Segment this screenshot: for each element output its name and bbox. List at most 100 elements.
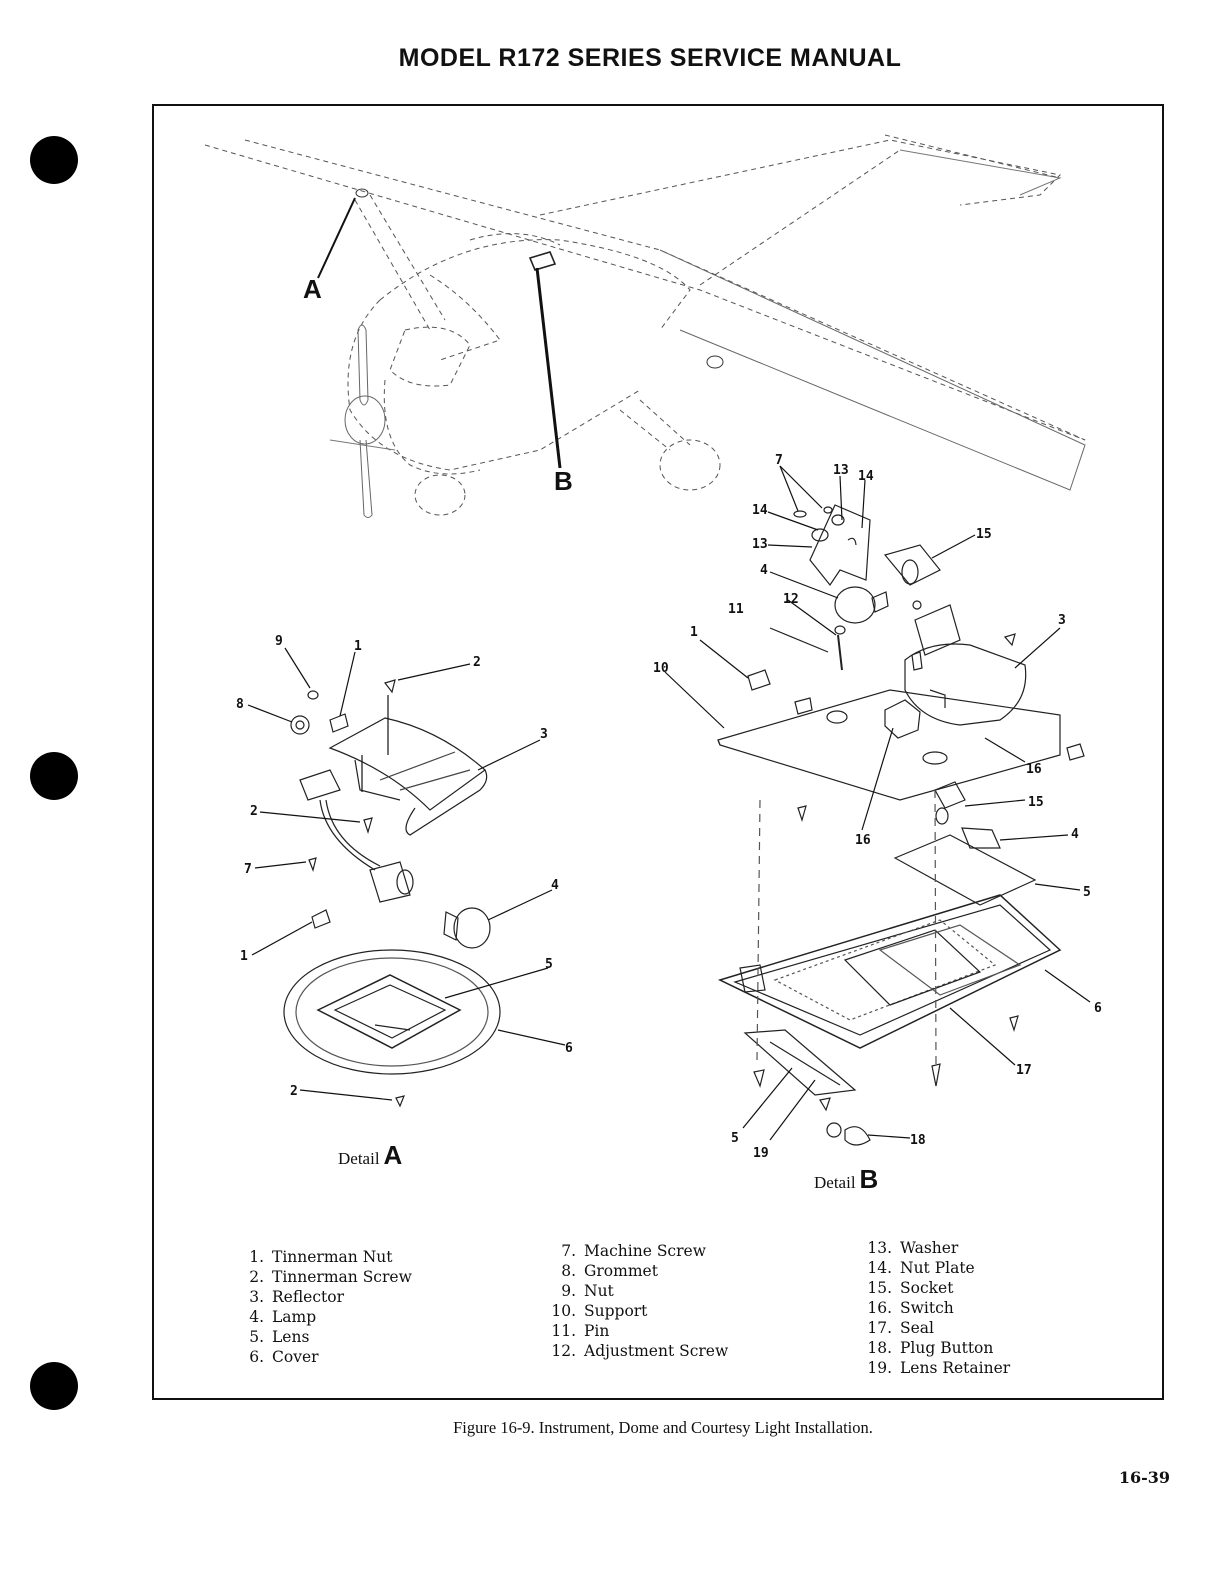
- detail-b-drawing: [664, 465, 1091, 1146]
- callout: 13: [833, 463, 849, 478]
- legend-column-1: 1. Tinnerman Nut 2. Tinnerman Screw 3. Refl…: [236, 1247, 412, 1367]
- legend-item: 6. Cover: [236, 1347, 412, 1367]
- legend-number: 4.: [249, 1308, 264, 1326]
- callout: 14: [752, 503, 768, 518]
- legend-label: Lamp: [272, 1308, 317, 1326]
- legend-label: Switch: [900, 1299, 954, 1317]
- legend-column-2: 7. Machine Screw 8. Grommet 9. Nut 10. Suppo…: [548, 1241, 728, 1361]
- detail-a-drawing: [247, 647, 566, 1108]
- legend-label: Pin: [584, 1322, 610, 1340]
- legend-item: 15.Socket: [864, 1278, 1010, 1298]
- legend-number: 7.: [561, 1242, 576, 1260]
- callout: 15: [1028, 795, 1044, 810]
- callout: 6: [565, 1041, 573, 1056]
- detail-a-letter: A: [383, 1140, 403, 1170]
- legend-label: Plug Button: [900, 1339, 994, 1357]
- legend-label: Support: [584, 1302, 648, 1320]
- binder-hole-top: [30, 136, 78, 184]
- legend-number: 13.: [867, 1239, 892, 1257]
- detail-b-word: Detail: [814, 1173, 856, 1192]
- detail-b-letter: B: [859, 1164, 879, 1194]
- legend-number: 10.: [551, 1302, 576, 1320]
- figure-caption: Figure 16-9. Instrument, Dome and Courte…: [453, 1418, 873, 1437]
- legend-item: 8. Grommet: [548, 1261, 728, 1281]
- callout: 8: [236, 697, 244, 712]
- callout: 1: [240, 949, 248, 964]
- callout: 13: [752, 537, 768, 552]
- callout: 1: [690, 625, 698, 640]
- legend-label: Machine Screw: [584, 1242, 706, 1260]
- legend-number: 5.: [249, 1328, 264, 1346]
- callout: 11: [728, 602, 744, 617]
- legend-item: 5. Lens: [236, 1327, 412, 1347]
- callout: 1: [354, 639, 362, 654]
- legend-label: Seal: [900, 1319, 934, 1337]
- legend-label: Lens Retainer: [900, 1359, 1011, 1377]
- callout: 3: [1058, 613, 1066, 628]
- callout: 4: [760, 563, 768, 578]
- legend-item: 17.Seal: [864, 1318, 1010, 1338]
- legend-item: 14. Nut Plate: [864, 1258, 1010, 1278]
- callout: 5: [545, 957, 553, 972]
- callout: 7: [244, 862, 252, 877]
- legend-number: 12.: [551, 1342, 576, 1360]
- callout: 9: [275, 634, 283, 649]
- legend-item: 4. Lamp: [236, 1307, 412, 1327]
- callout: 15: [976, 527, 992, 542]
- page-title: MODEL R172 SERIES SERVICE MANUAL: [398, 44, 902, 72]
- legend-number: 19.: [867, 1359, 892, 1377]
- legend-label: Washer: [900, 1239, 959, 1257]
- legend-number: 9.: [561, 1282, 576, 1300]
- legend-label: Nut Plate: [900, 1259, 975, 1277]
- callout: 7: [775, 453, 783, 468]
- legend-item: 16.Switch: [864, 1298, 1010, 1318]
- legend-item: 18.Plug Button: [864, 1338, 1010, 1358]
- view-label-b: B: [554, 466, 573, 496]
- callout: 18: [910, 1133, 926, 1148]
- legend-item: 2. Tinnerman Screw: [236, 1267, 412, 1287]
- legend-number: 8.: [561, 1262, 576, 1280]
- callout: 6: [1094, 1001, 1102, 1016]
- legend-number: 2.: [249, 1268, 264, 1286]
- detail-a-callouts: 9 1 2 8 3 2 7 4 1 5 6 2: [236, 634, 573, 1099]
- detail-a-word: Detail: [338, 1149, 380, 1168]
- callout: 17: [1016, 1063, 1032, 1078]
- legend-number: 14.: [867, 1259, 892, 1277]
- legend-label: Lens: [272, 1328, 310, 1346]
- page-number: 16-39: [1118, 1468, 1170, 1487]
- callout: 2: [473, 655, 481, 670]
- legend-column-3: 13. Washer 14. Nut Plate 15.Socket 16.Swit…: [864, 1238, 1010, 1378]
- callout: 3: [540, 727, 548, 742]
- legend-label: Grommet: [584, 1262, 658, 1280]
- legend-label: Tinnerman Nut: [272, 1248, 393, 1266]
- callout: 4: [551, 878, 559, 893]
- legend-number: 1.: [249, 1248, 264, 1266]
- legend-item: 9. Nut: [548, 1281, 728, 1301]
- callout: 5: [731, 1131, 739, 1146]
- legend-number: 6.: [249, 1348, 264, 1366]
- callout: 16: [1026, 762, 1042, 777]
- legend-number: 11.: [551, 1322, 576, 1340]
- callout: 2: [290, 1084, 298, 1099]
- legend-item: 13. Washer: [864, 1238, 1010, 1258]
- detail-b-callouts: 7 13 14 14 13 15 4 12 11 1 3 10 16 16 15…: [653, 453, 1102, 1161]
- callout: 16: [855, 833, 871, 848]
- callout: 5: [1083, 885, 1091, 900]
- legend-item: 1. Tinnerman Nut: [236, 1247, 412, 1267]
- binder-hole-bottom: [30, 1362, 78, 1410]
- airplane-drawing: [204, 134, 1086, 518]
- legend-label: Cover: [272, 1348, 319, 1366]
- legend-label: Reflector: [272, 1288, 345, 1306]
- callout: 19: [753, 1146, 769, 1161]
- callout: 10: [653, 661, 669, 676]
- legend-number: 15.: [867, 1279, 892, 1297]
- legend-label: Adjustment Screw: [584, 1342, 729, 1360]
- legend-label: Tinnerman Screw: [272, 1268, 412, 1286]
- legend-number: 3.: [249, 1288, 264, 1306]
- callout: 2: [250, 804, 258, 819]
- legend-item: 12. Adjustment Screw: [548, 1341, 728, 1361]
- legend-label: Nut: [584, 1282, 614, 1300]
